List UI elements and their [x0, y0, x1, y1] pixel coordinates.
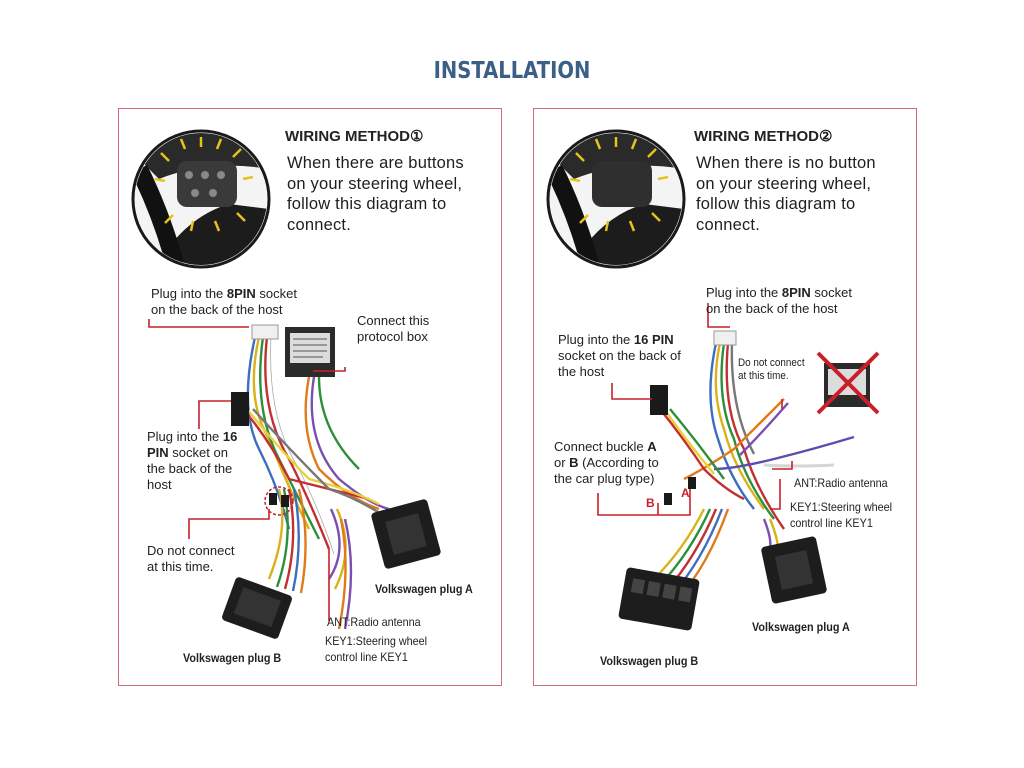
label-key1-steering-wheel: KEY1:Steering wheel control line KEY1 — [790, 500, 893, 530]
buckle-connectors-image — [664, 477, 696, 505]
label-volkswagen-plug-b: Volkswagen plug B — [600, 654, 699, 668]
label-key1-steering-wheel: KEY1:Steering wheel control line KEY1 — [325, 634, 428, 664]
wiring-method-2-panel: WIRING METHOD② When there is no button o… — [533, 108, 917, 686]
page-title: INSTALLATION — [433, 58, 591, 84]
leader-lines — [597, 303, 793, 516]
label-16pin-socket: Plug into the 16 PIN socket on the back … — [147, 429, 238, 492]
wiring-method-heading: WIRING METHOD② — [694, 128, 833, 145]
protocol-box-crossed-out-image — [816, 351, 880, 415]
wiring-diagram-1 — [131, 129, 441, 639]
leader-lines — [148, 319, 346, 621]
label-8pin-socket: Plug into the 8PIN socket on the back of… — [151, 286, 297, 317]
label-ant-radio-antenna: ANT:Radio antenna — [327, 615, 421, 629]
wiring-diagram-2 — [546, 129, 880, 631]
wiring-method-heading: WIRING METHOD① — [285, 128, 424, 145]
16pin-connector-image — [650, 385, 668, 415]
label-do-not-connect: Do not connect at this time. — [147, 543, 235, 574]
steering-wheel-with-buttons-image — [131, 129, 271, 269]
label-volkswagen-plug-a: Volkswagen plug A — [752, 620, 850, 634]
8pin-connector-image — [713, 330, 737, 346]
buckle-connectors-image — [269, 493, 289, 507]
label-ant-radio-antenna: ANT:Radio antenna — [794, 476, 888, 490]
label-protocol-box: Connect this protocol box — [357, 313, 430, 344]
volkswagen-plug-a-image — [371, 499, 441, 569]
wiring-method-1-panel: WIRING METHOD① When there are buttons on… — [118, 108, 502, 686]
wire-harness — [242, 336, 390, 630]
volkswagen-plug-b-image — [618, 567, 700, 631]
8pin-connector-image — [251, 324, 279, 340]
tag-buckle-a: A — [681, 486, 690, 500]
do-not-connect-circle — [264, 486, 294, 516]
wiring-method-description: When there is no button on your steering… — [696, 154, 876, 234]
16pin-connector-image — [231, 392, 249, 426]
wiring-method-description: When there are buttons on your steering … — [287, 154, 464, 234]
label-do-not-connect: Do not connect at this time. — [738, 357, 805, 382]
label-connect-buckle: Connect buckle A or B (According to the … — [554, 439, 659, 486]
tag-buckle-b: B — [646, 496, 655, 510]
volkswagen-plug-a-image — [761, 536, 827, 604]
protocol-box-image — [285, 327, 335, 377]
steering-wheel-no-buttons-image — [546, 129, 686, 269]
label-volkswagen-plug-a: Volkswagen plug A — [375, 582, 473, 596]
label-16pin-socket: Plug into the 16 PIN socket on the back … — [558, 332, 681, 379]
label-8pin-socket: Plug into the 8PIN socket on the back of… — [706, 285, 852, 316]
volkswagen-plug-b-image — [222, 577, 292, 639]
label-volkswagen-plug-b: Volkswagen plug B — [183, 651, 282, 665]
